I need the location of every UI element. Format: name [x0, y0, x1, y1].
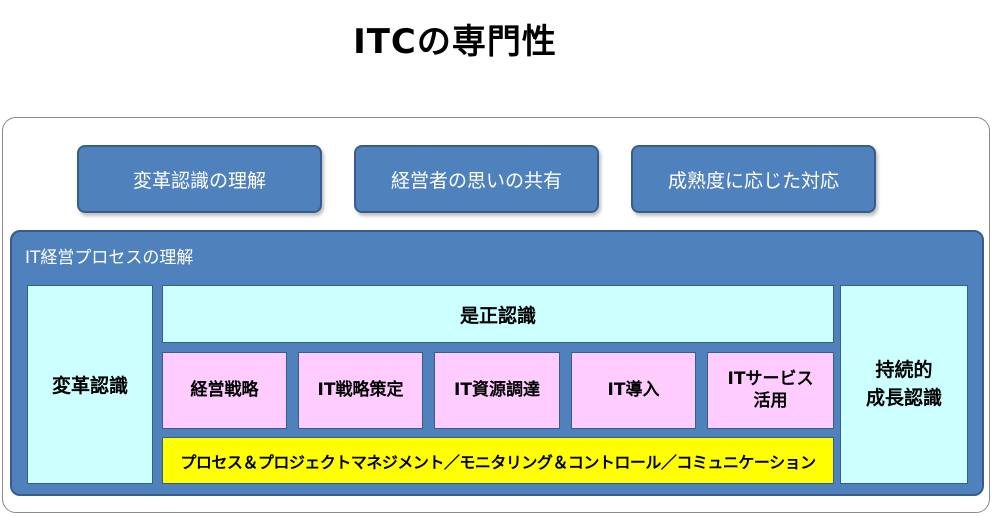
top-box-change-recognition: 変革認識の理解 [77, 145, 322, 213]
right-box-sustainable-growth: 持続的 成長認識 [840, 285, 968, 484]
top-box-executive-thoughts: 経営者の思いの共有 [354, 145, 599, 213]
right-box-line1: 持続的 [875, 358, 933, 381]
left-box-label: 変革認識 [51, 375, 128, 397]
stage-label-line2: 活用 [753, 390, 788, 411]
stage-box-it-service-use: ITサービス 活用 [707, 352, 834, 429]
top-box-label: 経営者の思いの共有 [390, 169, 562, 192]
process-frame-label: IT経営プロセスの理解 [25, 248, 194, 268]
top-bar-label: 是正認識 [459, 304, 536, 327]
stage-label: IT導入 [607, 379, 660, 400]
bottom-bar-label: プロセス＆プロジェクトマネジメント／モニタリング＆コントロール／コミュニケーショ… [180, 452, 816, 472]
stage-box-it-strategy: IT戦略策定 [298, 352, 423, 429]
bottom-bar-process-management: プロセス＆プロジェクトマネジメント／モニタリング＆コントロール／コミュニケーショ… [162, 437, 834, 484]
stage-box-it-procurement: IT資源調達 [434, 352, 560, 429]
top-bar-correction-recognition: 是正認識 [162, 285, 834, 343]
page-title: ITCの専門性 [353, 22, 557, 62]
left-box-change-recognition: 変革認識 [27, 285, 153, 484]
stage-box-it-introduction: IT導入 [571, 352, 696, 429]
stage-label: 経営戦略 [190, 379, 259, 400]
stage-label: IT資源調達 [454, 379, 540, 400]
top-box-label: 変革認識の理解 [132, 169, 266, 192]
stage-label: IT戦略策定 [317, 379, 404, 400]
top-box-maturity-response: 成熟度に応じた対応 [631, 145, 876, 213]
right-box-line2: 成長認識 [865, 386, 942, 409]
stage-label-line1: ITサービス [727, 369, 814, 390]
top-box-label: 成熟度に応じた対応 [667, 169, 839, 192]
stage-box-management-strategy: 経営戦略 [162, 352, 287, 429]
